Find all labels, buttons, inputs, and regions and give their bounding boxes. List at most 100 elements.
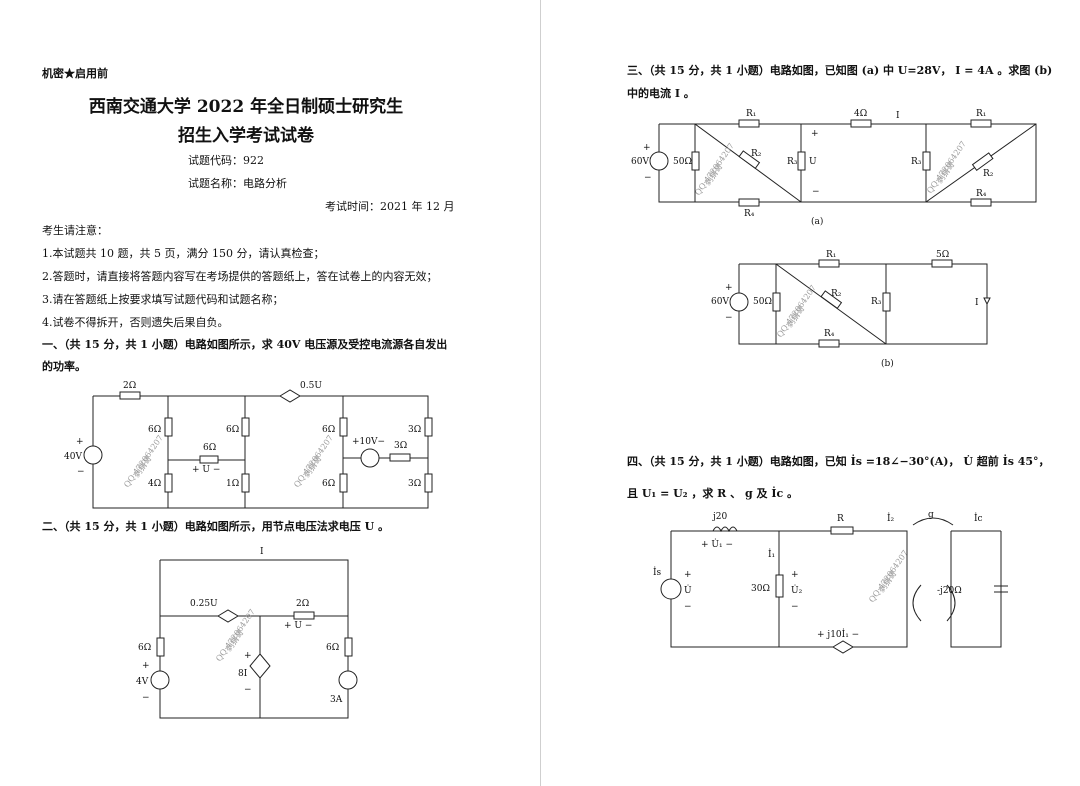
q3-text-line2: 中的电流 I 。 [627,87,695,100]
q3a-label: 60V [631,157,649,167]
q4-label: j20 [712,512,728,522]
q3a-label: R₂ [983,169,994,179]
exam-code: 试题代码：922 [188,154,264,167]
q3b-circuit-diagram: R₁ 5Ω 60V 50Ω R₂ R₃ I R₄ (b) + − 刺猬哥 QQ:… [711,250,991,369]
q4-label: + [684,570,692,580]
q1-label: 2Ω [123,381,136,391]
q4-label: g [928,510,934,520]
q1-circuit-diagram: 2Ω 0.5U 6Ω 6Ω 6Ω 3Ω 40V 6Ω + U − 4Ω 1Ω +… [64,381,433,509]
q1-label: 6Ω [203,443,216,453]
q1-label: 3Ω [408,479,421,489]
q2-label: 0.25U [190,599,218,609]
q2-label: 3A [330,695,343,705]
q3a-label: R₃ [787,157,798,167]
q1-label: 1Ω [226,479,239,489]
q3a-label: R₃ [911,157,922,167]
q3a-caption: (a) [811,216,823,227]
watermark-text: QQ:472064207 [693,142,736,198]
q4-circuit-diagram: j20 + U̇₁ − R İ₂ g İc İs İ₁ 30Ω + U̇ − +… [653,510,1008,654]
q2-label: − [244,685,252,695]
exam-title-line2: 招生入学考试试卷 [178,126,314,146]
q4-label: İc [974,512,983,524]
notice-item: 2.答题时，请直接将答题内容写在考场提供的答题纸上，答在试卷上的内容无效； [42,270,438,283]
q3a-label: + [811,129,819,139]
notice-heading: 考生请注意： [42,224,108,237]
q2-label: 6Ω [326,643,339,653]
q3a-label: − [812,187,820,197]
q4-label: + j10İ₁ − [817,628,859,640]
q3a-circuit-diagram: R₁ 4Ω I R₁ 60V 50Ω R₂ R₃ U R₃ R₂ R₄ R₄ (… [631,109,1037,227]
exam-title-line1: 西南交通大学 2022 年全日制硕士研究生 [88,97,404,117]
q3a-label: R₁ [976,109,986,119]
notice-item: 1.本试题共 10 题，共 5 页，满分 150 分，请认真检查； [42,247,325,260]
q3b-label: + [725,283,733,293]
exam-name: 试题名称：电路分析 [188,177,287,190]
q2-label: + U − [284,621,312,631]
q3b-caption: (b) [881,358,894,369]
left-page: 机密★启用前 西南交通大学 2022 年全日制硕士研究生 招生入学考试试卷 试题… [42,67,455,719]
q2-label: 6Ω [138,643,151,653]
watermark-text: QQ:472064207 [775,284,818,340]
q1-label: 40V [64,452,82,462]
q1-label: 6Ω [226,425,239,435]
q1-label: +10V− [352,437,385,447]
q3a-label: 4Ω [854,109,867,119]
q4-label: U̇ [684,584,692,596]
q2-circuit-diagram: I 0.25U 2Ω + U − 6Ω 6Ω 4V 8I 3A + − + − … [136,547,358,719]
q1-label: + [76,437,84,447]
q4-label: − [791,602,799,612]
q3b-label: R₃ [871,297,882,307]
q4-label: İ₁ [768,548,775,560]
q1-text-line1: 一、（共 15 分，共 1 小题）电路如图所示，求 40V 电压源及受控电流源各… [42,338,448,351]
q1-label: 3Ω [394,441,407,451]
q1-label: + U − [192,465,220,475]
q3a-label: R₂ [751,149,762,159]
q4-label: U̇₂ [791,584,803,596]
q3-text-line1: 三、（共 15 分，共 1 小题）电路如图，已知图 (a) 中 U=28V， I… [627,64,1053,77]
q1-label: 6Ω [322,425,335,435]
q2-label: 2Ω [296,599,309,609]
q3a-label: − [644,173,652,183]
q3b-label: R₁ [826,250,836,260]
q4-label: + [791,570,799,580]
q2-label: I [260,547,264,557]
q4-label: − [684,602,692,612]
secret-label: 机密★启用前 [42,67,108,80]
q3b-label: 5Ω [936,250,949,260]
q3a-label: I [896,111,900,121]
q1-label: 6Ω [148,425,161,435]
exam-time: 考试时间：2021 年 12 月 [325,200,455,213]
right-page: 三、（共 15 分，共 1 小题）电路如图，已知图 (a) 中 U=28V， I… [541,0,1080,786]
q4-label: İ₂ [887,512,895,524]
q1-text-line2: 的功率。 [42,360,86,373]
q2-label: 4V [136,677,149,687]
page-divider [540,0,541,786]
q2-label: + [142,661,150,671]
q3a-label: R₁ [746,109,756,119]
q3b-label: − [725,313,733,323]
q3b-label: R₄ [824,329,835,339]
q3a-label: R₄ [976,189,987,199]
q4-label: 30Ω [751,584,770,594]
q3a-label: 50Ω [673,157,692,167]
q1-label: 0.5U [300,381,322,391]
notice-item: 4.试卷不得拆开，否则遗失后果自负。 [42,316,229,329]
q4-label: İs [653,566,662,578]
q1-label: − [77,467,85,477]
q3a-label: R₄ [744,209,755,219]
q3b-label: 60V [711,297,729,307]
q3b-label: R₂ [831,289,842,299]
q1-label: 4Ω [148,479,161,489]
q3a-label: + [643,143,651,153]
watermark-text: QQ:472064207 [867,549,910,605]
q4-text-line2: 且 U₁ = U₂ ，求 R 、 g 及 İc 。 [627,487,799,500]
q4-label: R [837,514,844,524]
q2-label: + [244,651,252,661]
q4-label: -j20Ω [937,586,962,596]
q3b-label: 50Ω [753,297,772,307]
q4-label: + U̇₁ − [701,538,733,550]
q3b-label: I [975,298,979,308]
notice-item: 3.请在答题纸上按要求填写试题代码和试题名称； [42,293,284,306]
q4-text-line1: 四、（共 15 分，共 1 小题）电路如图，已知 İs =18∠−30°(A)，… [627,455,1050,468]
q1-label: 3Ω [408,425,421,435]
